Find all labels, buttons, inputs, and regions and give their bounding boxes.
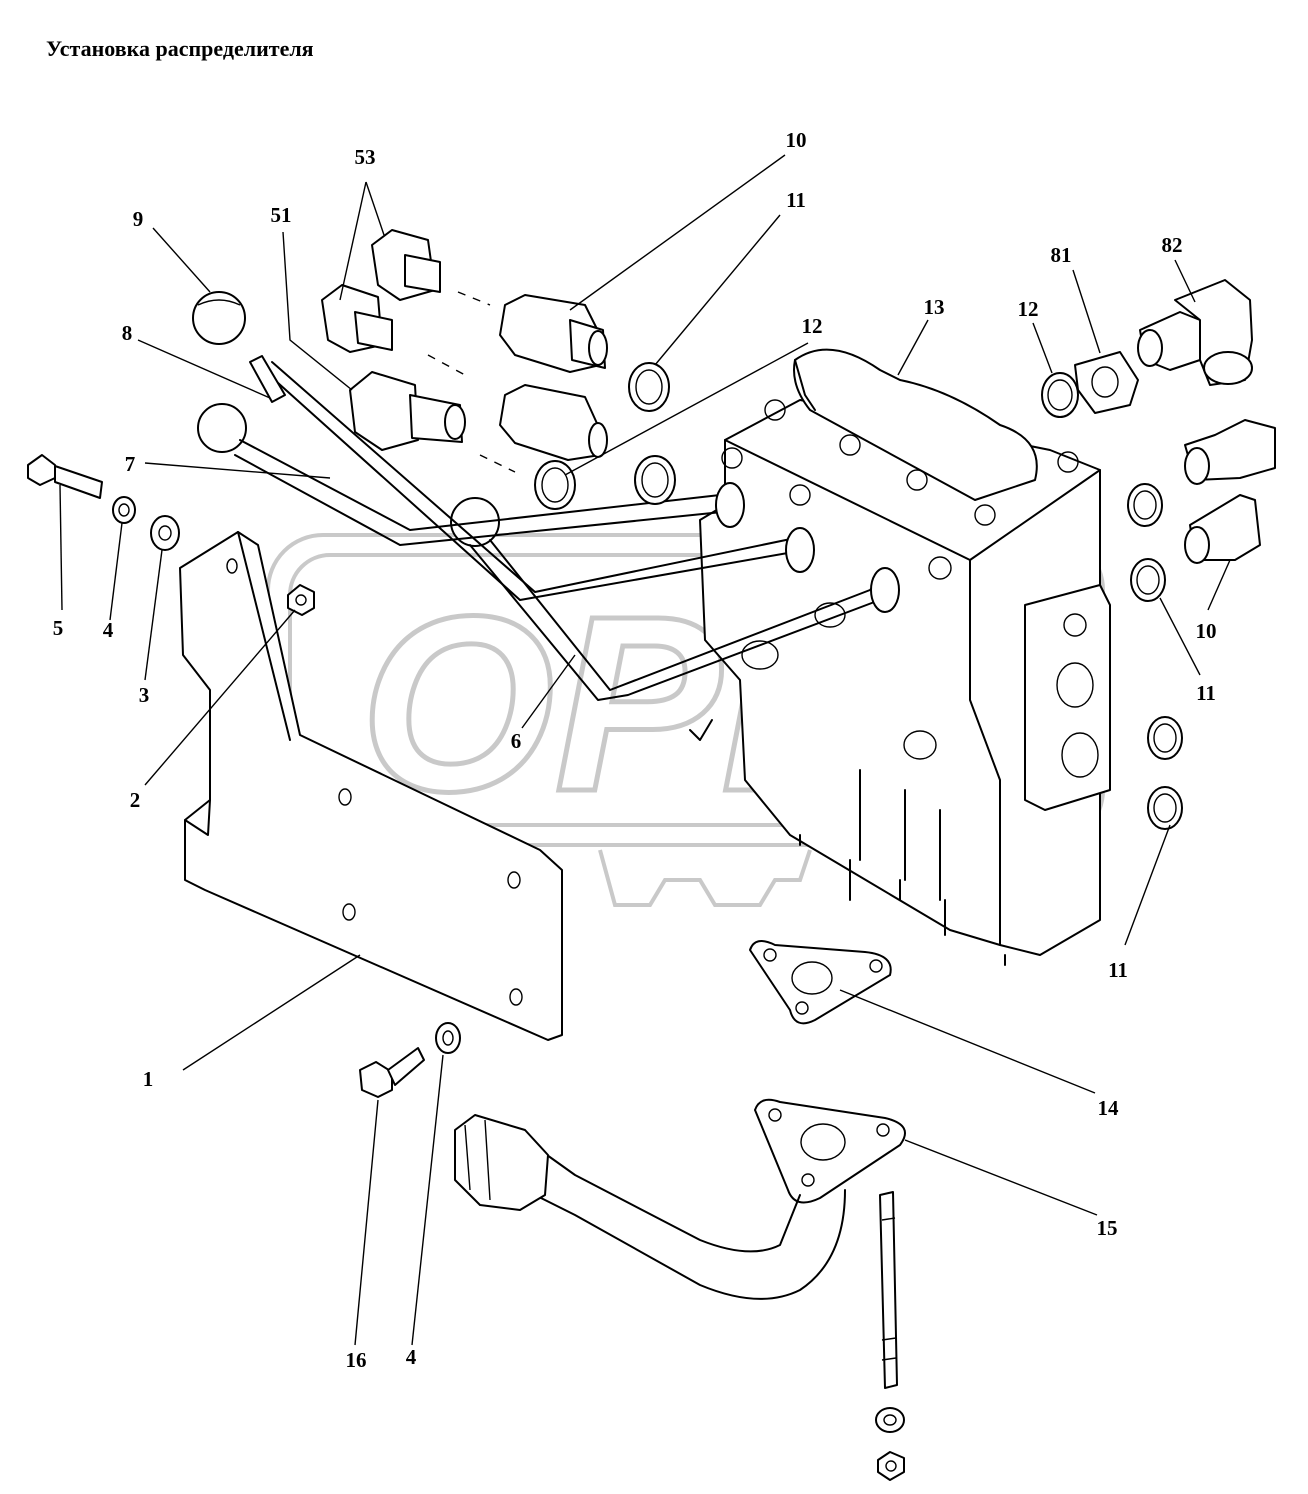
- callout-81: 81: [1051, 243, 1072, 267]
- callout-14: 14: [1098, 1096, 1120, 1120]
- callout-6: 6: [511, 729, 522, 753]
- callout-10: 10: [1196, 619, 1217, 643]
- callout-82: 82: [1162, 233, 1183, 257]
- mounting-bracket: [179, 531, 563, 1041]
- gasket-and-pipe: [454, 940, 906, 1481]
- callout-4: 4: [406, 1345, 417, 1369]
- diagram-title: Установка распределителя: [46, 36, 314, 61]
- cap-9: [192, 291, 246, 345]
- callout-9: 9: [133, 207, 144, 231]
- fittings-right: [1041, 279, 1276, 830]
- callout-3: 3: [139, 683, 150, 707]
- callout-11: 11: [1196, 681, 1216, 705]
- callout-13: 13: [924, 295, 945, 319]
- callout-7: 7: [125, 452, 136, 476]
- callout-10: 10: [786, 128, 807, 152]
- callout-15: 15: [1097, 1216, 1118, 1240]
- callout-51: 51: [271, 203, 292, 227]
- callout-11: 11: [1108, 958, 1128, 982]
- callout-12: 12: [1018, 297, 1039, 321]
- callout-5: 5: [53, 616, 64, 640]
- callout-16: 16: [346, 1348, 367, 1372]
- control-levers: [197, 355, 900, 741]
- callout-11: 11: [786, 188, 806, 212]
- callout-4: 4: [103, 618, 114, 642]
- callout-8: 8: [122, 321, 133, 345]
- leader-lines: [59, 154, 1231, 1346]
- fittings-left: [321, 229, 676, 510]
- callout-2: 2: [130, 788, 141, 812]
- cap-highlight: [197, 299, 241, 306]
- callout-12: 12: [802, 314, 823, 338]
- small-hardware: [27, 454, 461, 1098]
- callout-1: 1: [143, 1067, 154, 1091]
- callout-53: 53: [355, 145, 376, 169]
- distributor-valve-body: [699, 348, 1111, 966]
- callout-labels: 1 2 3 4 4 5 6 7 8 9 10 10 11 11 11 12 12…: [53, 128, 1217, 1372]
